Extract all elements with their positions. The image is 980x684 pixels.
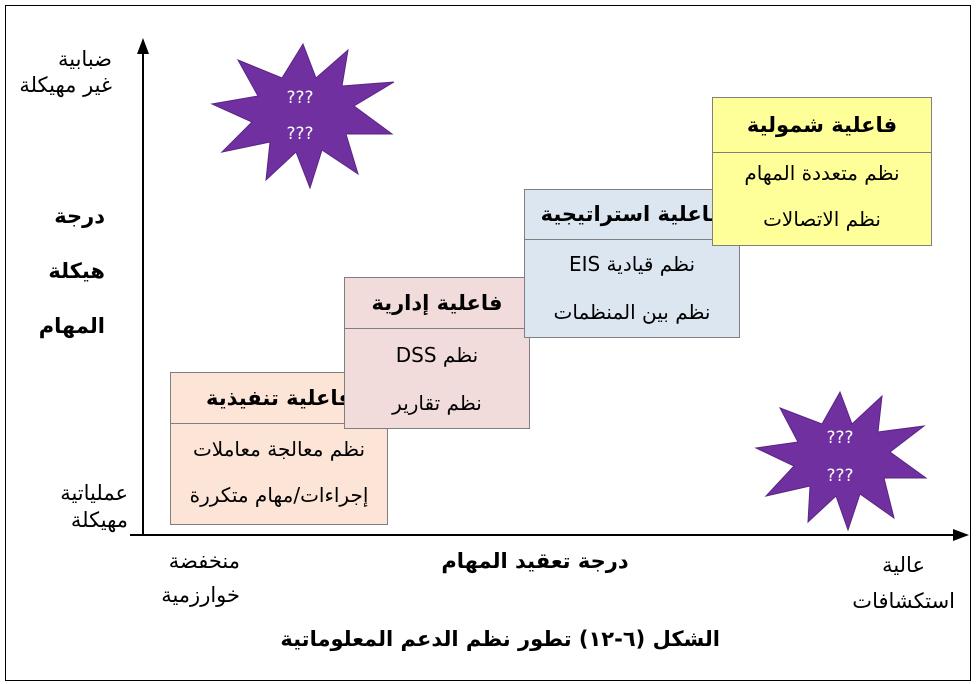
x-axis-arrowhead (953, 529, 969, 541)
figure-caption: الشكل (٦-١٢) تطور نظم الدعم المعلوماتية (280, 627, 720, 651)
box-strategic-title: فاعلية استراتيجية (525, 190, 739, 240)
box-managerial-title: فاعلية إدارية (345, 278, 529, 329)
y-axis-title-line-3: المهام (38, 314, 105, 338)
box-operational-line-2: إجراءات/مهام متكررة (189, 483, 369, 507)
y-axis-top-label-2: غير مهيكلة (19, 73, 112, 97)
x-axis-right-label-1: عالية (882, 553, 925, 577)
star-burst-top-left (210, 42, 395, 190)
box-strategic: فاعلية استراتيجية نظم قيادية EIS نظم بين… (524, 189, 740, 338)
box-operational-line-1: نظم معالجة معاملات (192, 437, 366, 461)
x-axis-title: درجة تعقيد المهام (441, 549, 629, 573)
box-managerial: فاعلية إدارية نظم DSS نظم تقارير (344, 277, 530, 429)
y-axis-title-line-2: هيكلة (48, 259, 105, 283)
x-axis-left-label-1: منخفضة (168, 549, 240, 573)
box-managerial-line-1: نظم DSS (395, 343, 479, 367)
y-axis-bottom-label-2: مهيكلة (70, 508, 128, 532)
box-operational-title: فاعلية تنفيذية (171, 373, 387, 424)
box-managerial-line-2: نظم تقارير (392, 391, 482, 415)
box-comprehensive-line-1: نظم متعددة المهام (744, 161, 900, 185)
star-bottom-right-text-1: ??? (826, 428, 854, 448)
box-operational: فاعلية تنفيذية نظم معالجة معاملات إجراءا… (170, 372, 388, 525)
star-burst-bottom-right (754, 390, 928, 532)
box-strategic-line-2: نظم بين المنظمات (553, 300, 711, 324)
y-axis-bottom-label-1: عملياتية (60, 481, 128, 505)
box-comprehensive-title: فاعلية شمولية (713, 98, 931, 153)
star-top-left-text-1: ??? (286, 88, 314, 108)
x-axis-left-label-2: خوارزمية (161, 583, 240, 607)
y-axis-title-line-1: درجة (54, 204, 105, 228)
star-bottom-right-text-2: ??? (826, 466, 854, 486)
box-strategic-line-1: نظم قيادية EIS (568, 252, 696, 276)
figure-frame (5, 5, 971, 681)
x-axis-right-label-2: استكشافات (852, 589, 955, 613)
box-comprehensive: فاعلية شمولية نظم متعددة المهام نظم الات… (712, 97, 932, 246)
y-axis-top-label-1: ضبابية (57, 47, 112, 71)
box-comprehensive-line-2: نظم الاتصالات (763, 207, 881, 231)
y-axis-arrowhead (137, 38, 149, 54)
star-top-left-text-2: ??? (286, 124, 314, 144)
